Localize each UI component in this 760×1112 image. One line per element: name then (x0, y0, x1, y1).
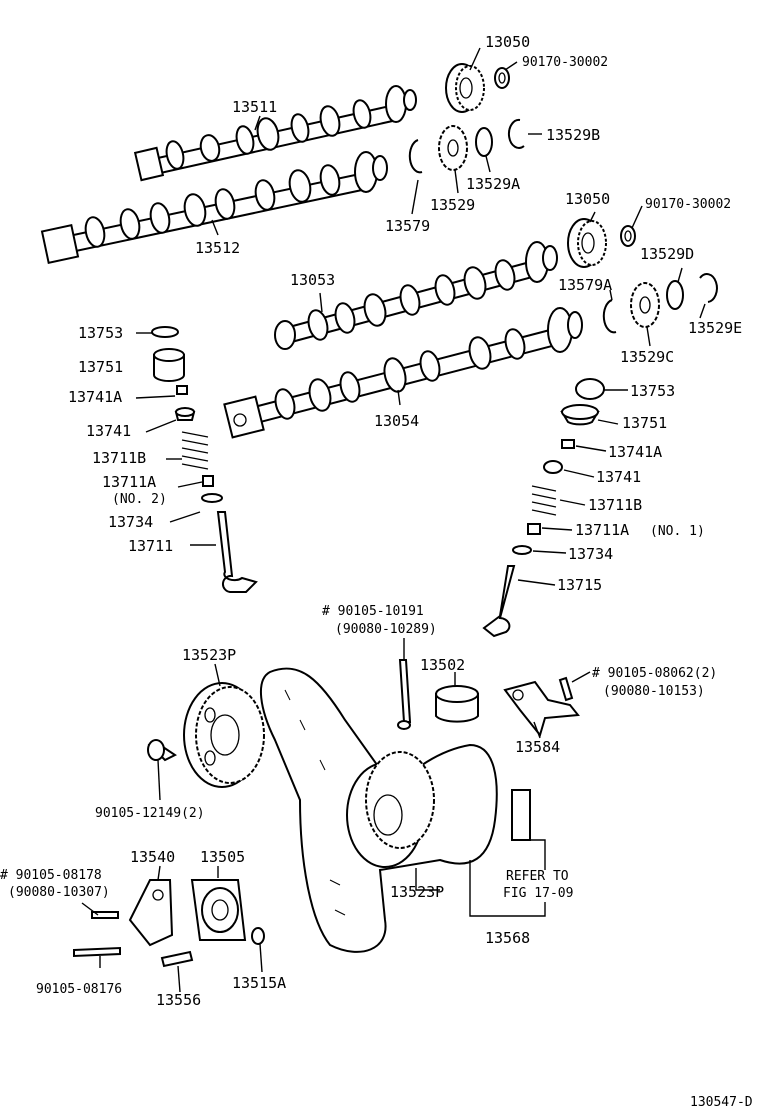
label-13734-right: 13734 (568, 545, 613, 563)
label-13711A-right-sub: (NO. 1) (650, 524, 705, 539)
label-13529A: 13529A (466, 175, 520, 193)
label-13734-left: 13734 (108, 513, 153, 531)
ring-13529A (475, 127, 493, 157)
label-13568: 13568 (485, 929, 530, 947)
pulley-13523P-bottom (346, 751, 435, 868)
part-labels: 13050 90170-30002 13511 13529B 13529A 13… (0, 33, 753, 1110)
label-13711: 13711 (128, 537, 173, 555)
ring-13529D (666, 280, 684, 310)
snap-ring-13529B (507, 118, 525, 149)
gear-13529C (630, 282, 660, 328)
label-13054: 13054 (374, 412, 419, 430)
label-13050-mid: 13050 (565, 190, 610, 208)
label-13529D: 13529D (640, 245, 694, 263)
label-13753-right: 13753 (630, 382, 675, 400)
label-90170-top: 90170-30002 (522, 55, 608, 70)
gear-13050-top (445, 63, 485, 113)
label-90105-12149: 90105-12149(2) (95, 806, 205, 821)
label-13502: 13502 (420, 656, 465, 674)
camshaft-13511 (133, 85, 417, 182)
idler-13502 (435, 685, 479, 723)
label-90105-08062: # 90105-08062(2) (592, 666, 717, 681)
label-13584: 13584 (515, 738, 560, 756)
label-13529B: 13529B (546, 126, 600, 144)
label-13511: 13511 (232, 98, 277, 116)
bolt-90170-mid (620, 225, 636, 247)
label-90105-08178: # 90105-08178 (0, 868, 102, 883)
label-13741A-left: 13741A (68, 388, 122, 406)
label-13050-top: 13050 (485, 33, 530, 51)
camshaft-13054 (223, 307, 583, 439)
label-13523P-top: 13523P (182, 646, 236, 664)
camshaft-13053 (274, 241, 558, 350)
label-13741A-right: 13741A (608, 443, 662, 461)
camshaft-13512 (40, 151, 388, 264)
valve-train-right (482, 378, 605, 638)
label-13529: 13529 (430, 196, 475, 214)
label-13753-left: 13753 (78, 324, 123, 342)
label-13711A-right: 13711A (575, 521, 629, 539)
label-90105-10191: # 90105-10191 (322, 604, 424, 619)
label-13751-right: 13751 (622, 414, 667, 432)
valve-train-left (151, 326, 258, 593)
label-13711A-left: 13711A (102, 473, 156, 491)
label-13053: 13053 (290, 271, 335, 289)
label-13711B-left: 13711B (92, 449, 146, 467)
label-90105-08176: 90105-08176 (36, 982, 122, 997)
label-refer-fig: FIG 17-09 (503, 886, 573, 901)
label-refer-to: REFER TO (506, 869, 569, 884)
label-13711A-left-sub: (NO. 2) (112, 492, 167, 507)
bracket-13584 (503, 680, 580, 738)
label-90080-10153: (90080-10153) (603, 684, 705, 699)
label-13579A: 13579A (558, 276, 612, 294)
label-13741-right: 13741 (596, 468, 641, 486)
label-90080-10289: (90080-10289) (335, 622, 437, 637)
snap-ring-13529E (699, 273, 718, 303)
label-13715: 13715 (557, 576, 602, 594)
bracket-13540 (128, 879, 174, 947)
leader-lines (81, 47, 706, 993)
snap-ring-13579A (602, 299, 617, 334)
gear-13529 (438, 125, 468, 171)
snap-ring-13579 (408, 139, 423, 174)
bolts-fasteners (73, 659, 574, 968)
label-13512: 13512 (195, 239, 240, 257)
label-13529E: 13529E (688, 319, 742, 337)
label-13751-left: 13751 (78, 358, 123, 376)
diagram-code: 130547-D (690, 1095, 753, 1110)
label-90080-10307: (90080-10307) (8, 885, 110, 900)
label-13579: 13579 (385, 217, 430, 235)
tensioner-13505 (190, 879, 247, 941)
gear-13050-mid (567, 218, 607, 268)
label-13529C: 13529C (620, 348, 674, 366)
label-13556: 13556 (156, 991, 201, 1009)
label-13540: 13540 (130, 848, 175, 866)
label-13711B-right: 13711B (588, 496, 642, 514)
label-13523P-bottom: 13523P (390, 883, 444, 901)
belt-guard-ref (511, 789, 531, 841)
label-13515A: 13515A (232, 974, 286, 992)
bolt-90170-top (494, 67, 510, 89)
label-13505: 13505 (200, 848, 245, 866)
pulley-13523P-top (183, 682, 265, 788)
label-13741-left: 13741 (86, 422, 131, 440)
label-90170-mid: 90170-30002 (645, 197, 731, 212)
